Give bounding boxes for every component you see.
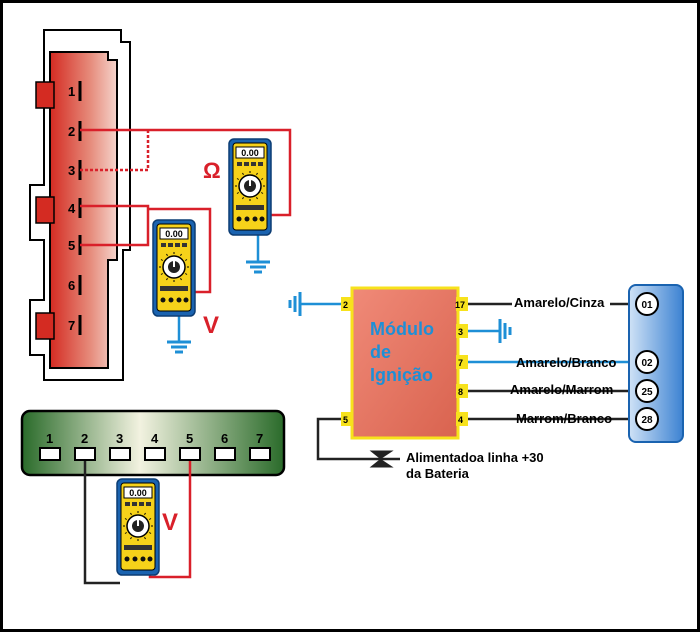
voltmeter-2: 0.00 <box>116 478 160 576</box>
ecu-pin-number: 28 <box>641 415 653 426</box>
wire-label-marrom-branco: Marrom/Branco <box>516 411 612 426</box>
module-pin-5: 5 <box>343 415 348 425</box>
ground-icon <box>167 340 191 354</box>
module-wires <box>300 302 630 461</box>
top-pin-number: 1 <box>68 84 75 99</box>
supply-label-1: Alimentadoa linha +30 <box>406 450 544 465</box>
module-title-3: Ignição <box>370 365 433 385</box>
volt-symbol-2: V <box>162 509 178 536</box>
bottom-pin-number: 6 <box>221 431 228 446</box>
top-pin-number: 6 <box>68 278 75 293</box>
wire-label-amarelo-marrom: Amarelo/Marrom <box>510 382 613 397</box>
meter-display: 0.00 <box>241 148 259 158</box>
bottom-pin-number: 4 <box>151 431 159 446</box>
wire-label-amarelo-branco: Amarelo/Branco <box>516 355 616 370</box>
ecu-pin-number: 01 <box>641 300 653 311</box>
supply-label-2: da Bateria <box>406 466 470 481</box>
ground-icon <box>498 319 512 343</box>
bottom-connector-pin: 7 <box>249 431 271 461</box>
bottom-connector-pin: 6 <box>214 431 236 461</box>
top-pin-number: 5 <box>68 238 75 253</box>
module-title-2: de <box>370 342 391 362</box>
volt-symbol-1: V <box>203 312 219 339</box>
bottom-pin-number: 5 <box>186 431 193 446</box>
meter-display: 0.00 <box>129 488 147 498</box>
ecu-pin: 25 <box>635 379 659 403</box>
module-pin-17: 17 <box>455 300 465 310</box>
ecu-pin-number: 25 <box>641 387 653 398</box>
bottom-pin-number: 7 <box>256 431 263 446</box>
ohm-symbol: Ω <box>203 158 221 183</box>
ecu-pin: 28 <box>635 407 659 431</box>
supply-arrow-icon <box>369 450 400 468</box>
bottom-pin-number: 1 <box>46 431 53 446</box>
ground-icon <box>246 260 270 274</box>
module-pin-8: 8 <box>458 387 463 397</box>
bottom-pin-number: 2 <box>81 431 88 446</box>
module-pin-4: 4 <box>458 415 463 425</box>
module-title-1: Módulo <box>370 319 434 339</box>
top-pin-number: 3 <box>68 163 75 178</box>
ecu-pin: 02 <box>635 350 659 374</box>
top-pin-number: 7 <box>68 318 75 333</box>
wire-label-amarelo-cinza: Amarelo/Cinza <box>514 295 605 310</box>
ignition-module <box>350 286 460 440</box>
bottom-connector-pin: 1 <box>39 431 61 461</box>
bottom-connector-pin: 3 <box>109 431 131 461</box>
ecu-pin-number: 02 <box>641 358 653 369</box>
module-pin-2: 2 <box>343 300 348 310</box>
ground-icon <box>288 292 302 316</box>
bottom-connector-pin: 4 <box>144 431 166 461</box>
top-connector-pin: 4 <box>68 198 82 218</box>
top-pin-number: 4 <box>68 201 76 216</box>
meter-display: 0.00 <box>165 229 183 239</box>
top-connector-pin: 7 <box>68 315 82 335</box>
ohmmeter: 0.00 <box>228 138 272 236</box>
top-wires <box>80 128 292 342</box>
module-pin-tabs <box>341 297 468 426</box>
module-pin-3: 3 <box>458 327 463 337</box>
top-connector-pin: 1 <box>68 81 82 101</box>
ecu-pin: 01 <box>635 292 659 316</box>
bottom-connector-pin: 2 <box>74 431 96 461</box>
bottom-connector-pin: 5 <box>179 431 201 461</box>
module-pin-7: 7 <box>458 358 463 368</box>
voltmeter-1: 0.00 <box>152 219 196 317</box>
top-connector-pin: 6 <box>68 275 82 295</box>
bottom-pin-number: 3 <box>116 431 123 446</box>
top-pin-number: 2 <box>68 124 75 139</box>
